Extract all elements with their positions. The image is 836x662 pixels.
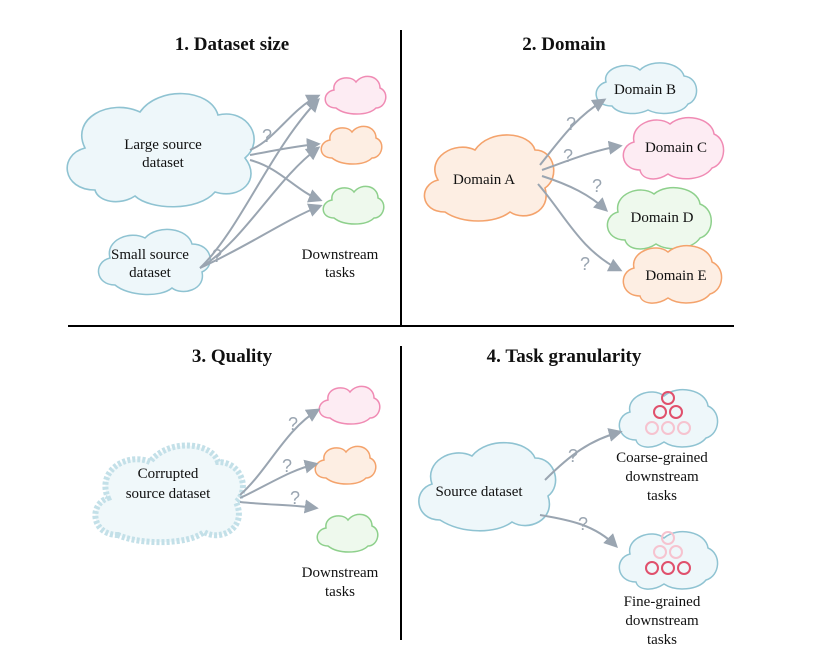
coarse-label-3: tasks — [647, 488, 677, 504]
coarse-circles — [645, 391, 691, 435]
coarse-label-1: Coarse-grained — [616, 450, 708, 466]
cloud-domain-e — [622, 244, 723, 304]
arrows-panel3 — [239, 408, 321, 514]
cloud-downstream-pink-3 — [318, 385, 381, 425]
cloud-source-dataset — [418, 441, 557, 532]
fine-circles — [645, 531, 691, 575]
arrows-panel4 — [539, 428, 623, 548]
question-mark-4a: ? — [568, 446, 578, 466]
cloud-domain-d — [606, 186, 712, 250]
panel2-title: 2. Domain — [522, 34, 606, 55]
question-mark-1b: ? — [212, 246, 222, 266]
cloud-domain-c — [622, 116, 725, 180]
downstream-label-1a: Downstream — [302, 247, 379, 263]
cloud-downstream-orange-3 — [314, 445, 377, 485]
cloud-domain-a — [423, 134, 555, 222]
question-mark-3a: ? — [288, 414, 298, 434]
question-mark-2c: ? — [592, 176, 602, 196]
cloud-downstream-orange-1 — [320, 125, 383, 165]
panel3-title: 3. Quality — [192, 346, 273, 367]
cloud-corrupted-source — [92, 442, 246, 546]
panel1-title: 1. Dataset size — [175, 34, 290, 55]
domain-d-label: Domain D — [631, 210, 694, 226]
question-mark-3c: ? — [290, 488, 300, 508]
cloud-downstream-green-1 — [322, 185, 385, 225]
corrupted-label-2: source dataset — [126, 486, 211, 502]
panel4-title: 4. Task granularity — [487, 346, 642, 367]
cloud-domain-b — [595, 62, 698, 115]
large-source-label-2: dataset — [142, 155, 184, 171]
coarse-label-2: downstream — [625, 469, 699, 485]
downstream-label-3b: tasks — [325, 584, 355, 600]
source-dataset-label: Source dataset — [435, 484, 523, 500]
domain-a-label: Domain A — [453, 172, 515, 188]
question-mark-4b: ? — [578, 514, 588, 534]
question-mark-1a: ? — [262, 126, 272, 146]
small-source-label-1: Small source — [111, 247, 189, 263]
fine-label-1: Fine-grained — [624, 594, 701, 610]
domain-b-label: Domain B — [614, 82, 676, 98]
large-source-label-1: Large source — [124, 137, 202, 153]
question-mark-2d: ? — [580, 254, 590, 274]
fine-label-2: downstream — [625, 613, 699, 629]
question-mark-3b: ? — [282, 456, 292, 476]
cloud-downstream-green-3 — [316, 513, 379, 553]
downstream-label-1b: tasks — [325, 265, 355, 281]
small-source-label-2: dataset — [129, 265, 171, 281]
cloud-fine — [618, 530, 719, 590]
cloud-coarse — [618, 388, 719, 448]
arrows-panel1 — [199, 94, 323, 269]
fine-label-3: tasks — [647, 632, 677, 648]
cloud-small-source — [97, 228, 212, 296]
corrupted-label-1: Corrupted — [138, 466, 199, 482]
domain-e-label: Domain E — [645, 268, 706, 284]
question-mark-2b: ? — [563, 146, 573, 166]
domain-c-label: Domain C — [645, 140, 707, 156]
arrows-panel2 — [537, 98, 623, 272]
downstream-label-3a: Downstream — [302, 565, 379, 581]
cloud-downstream-pink-1 — [324, 75, 387, 115]
cloud-large-source — [66, 92, 255, 208]
question-mark-2a: ? — [566, 114, 576, 134]
